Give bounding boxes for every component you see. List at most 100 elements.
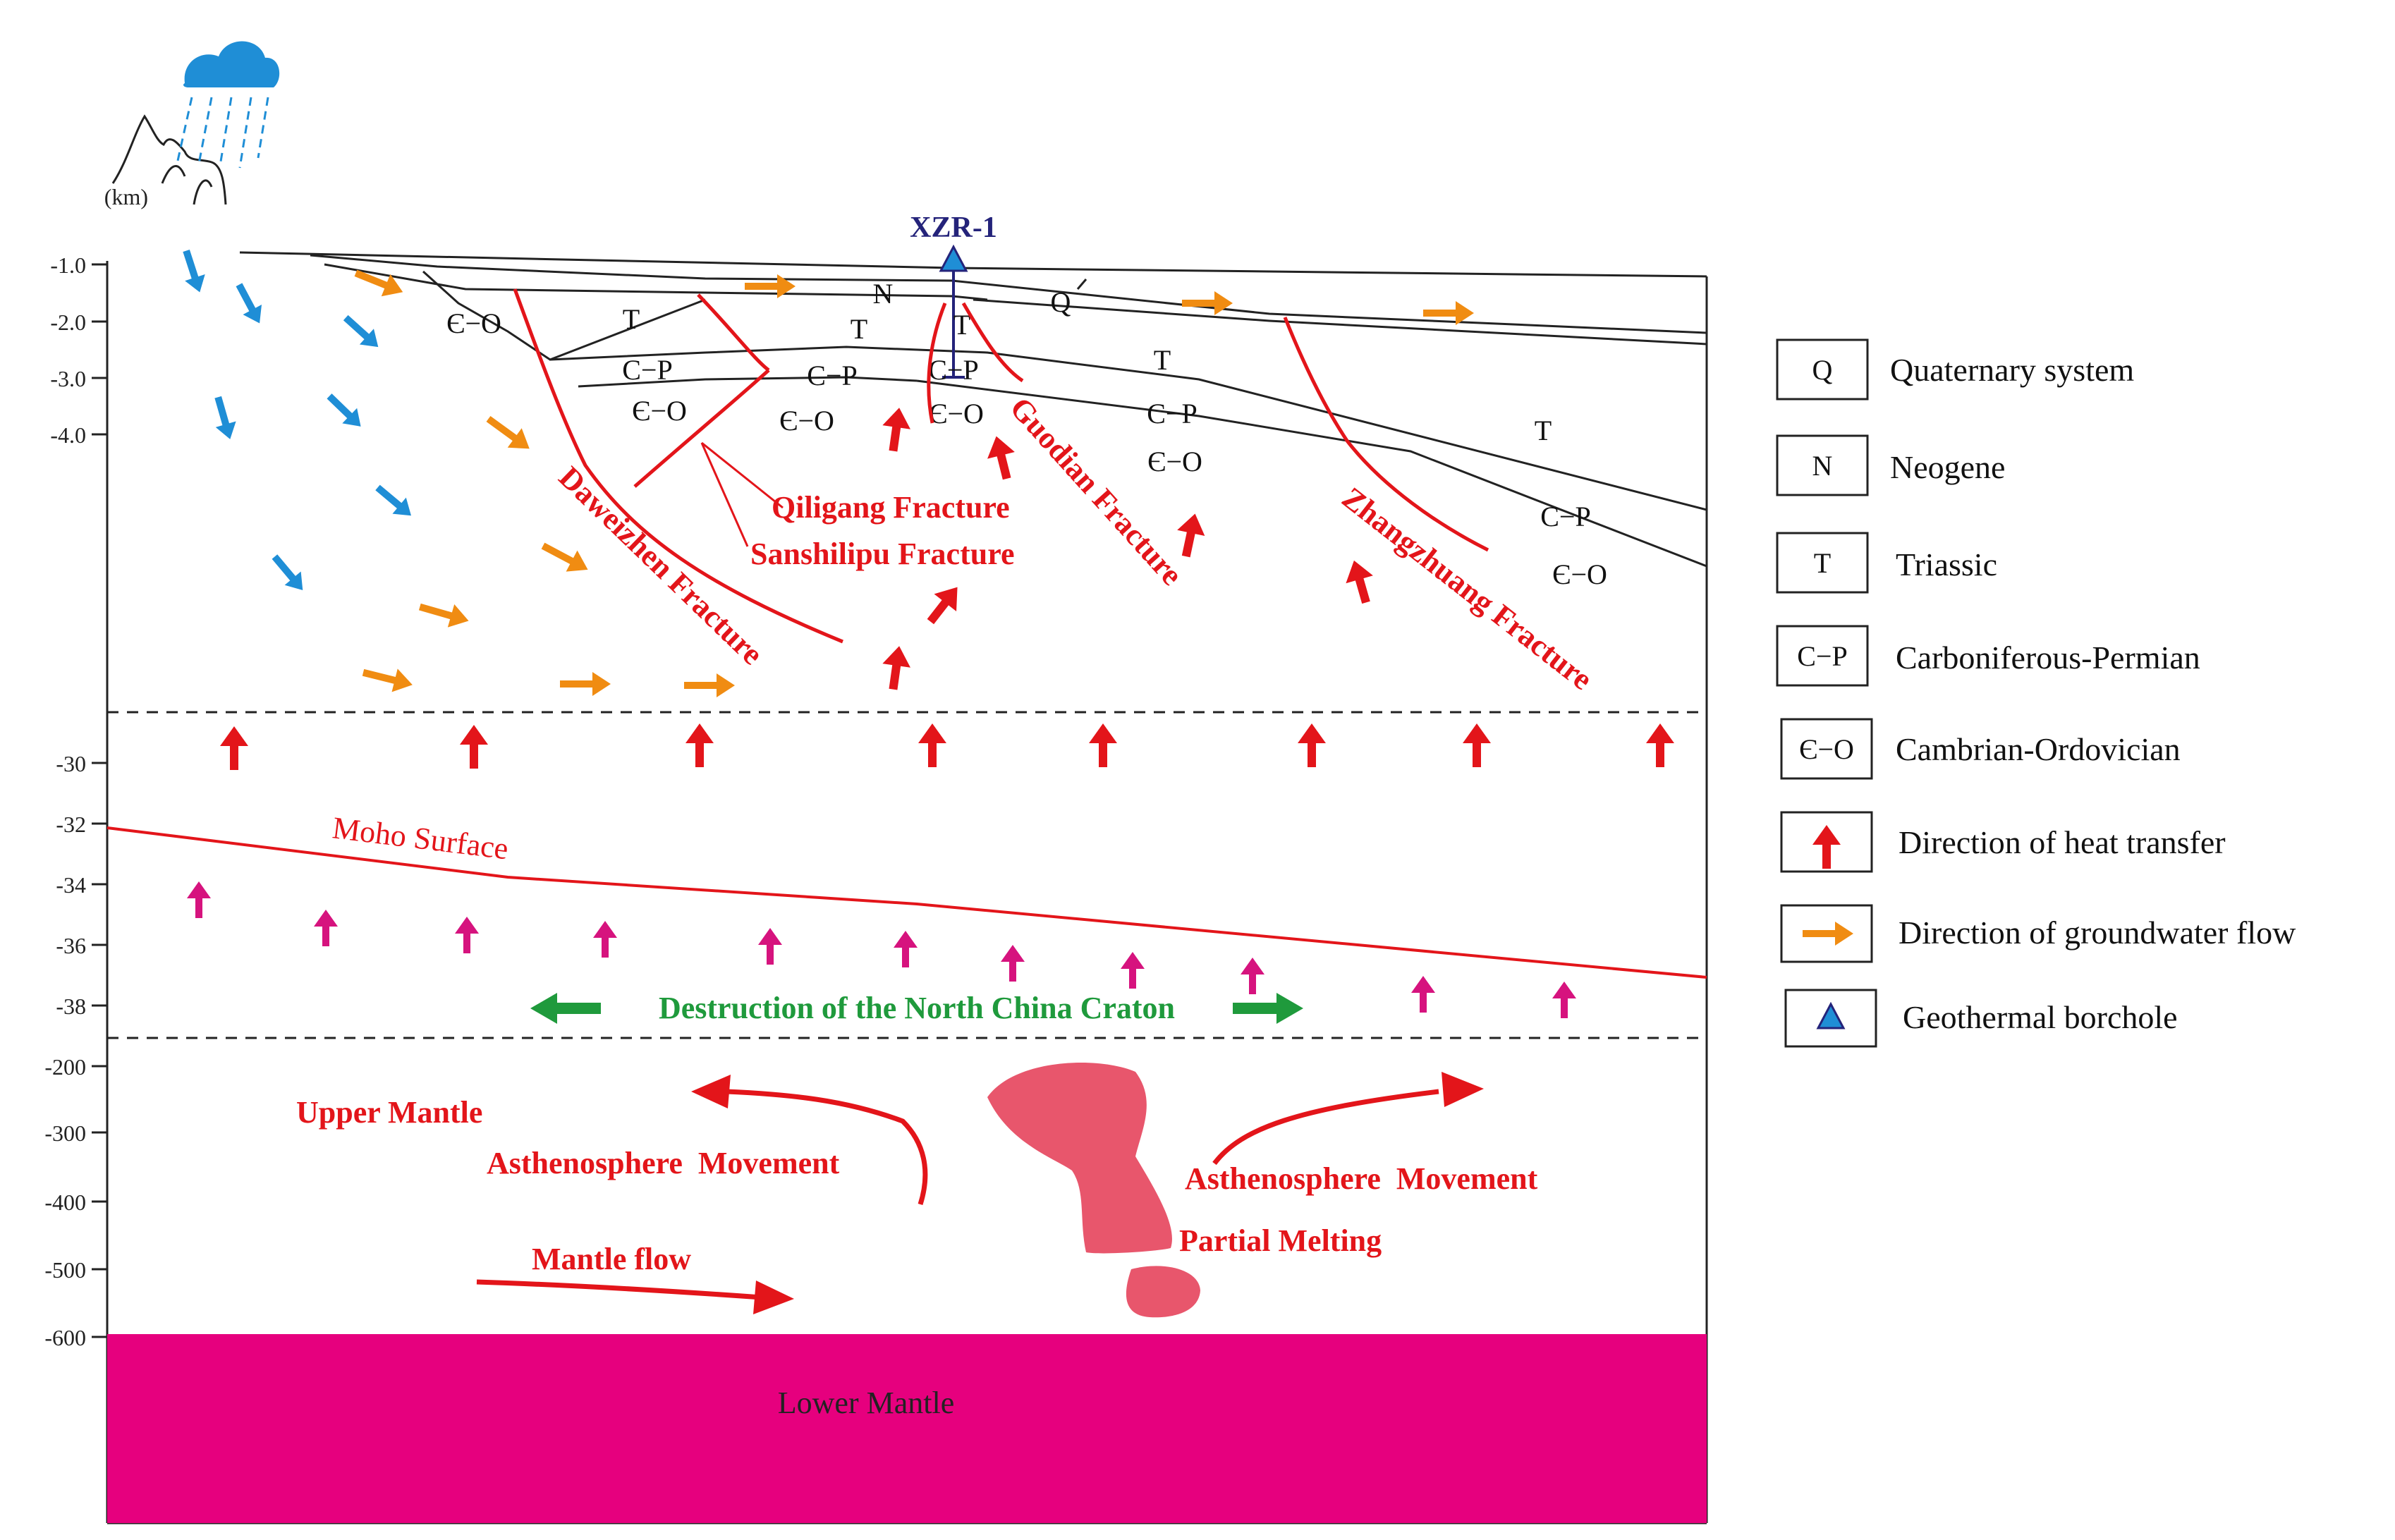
tick-label: -300 [44,1120,86,1146]
partial-melting-label: Partial Melting [1179,1223,1382,1258]
legend-label: Triassic [1896,546,1997,582]
legend-symbol: N [1812,450,1833,482]
section-frame [106,261,1708,1524]
q-pointer [1076,279,1087,290]
heat-arrow [1463,723,1491,767]
heat-arrow [918,723,946,767]
groundwater-arrow [537,535,594,580]
groundwater-arrow [1182,291,1233,315]
upper-mantle-label: Upper Mantle [296,1095,482,1130]
legend: Q Quaternary system N Neogene T Triassic… [1776,338,2296,1048]
dashed-boundaries [107,711,1707,1039]
upwelling-arrow [455,917,479,953]
borehole-triangle-icon [1816,1001,1846,1029]
stratum-eo-label: Є−O [446,307,501,339]
moho-surface-line [106,826,1707,979]
daweizhen-fracture-line [513,288,843,644]
legend-item-geothermal-borehole: Geothermal borchole [1784,989,2178,1048]
upwelling-arrow [314,910,338,946]
infiltration-arrow [207,394,240,442]
legend-label: Cambrian-Ordovician [1896,731,2181,767]
legend-label: Carboniferous-Permian [1896,640,2200,676]
heat-arrow [982,432,1021,482]
legend-item-cambrian-ordovician: Є−O Cambrian-Ordovician [1780,718,2181,780]
melt-body-small [1126,1266,1200,1318]
deep-heat-arrows [220,723,1674,770]
tick-label: -36 [56,933,86,958]
upwelling-arrow [1001,945,1025,982]
groundwater-arrow [351,262,408,303]
borehole-triangle-icon [939,244,968,272]
heat-arrow [879,405,913,453]
legend-item-quaternary: Q Quaternary system [1776,338,2134,401]
asthenosphere-right-arrow [1212,1089,1439,1166]
groundwater-arrow [416,595,473,632]
heat-arrow [1172,511,1209,560]
upwelling-arrow [187,881,211,918]
heat-arrow [1089,723,1117,767]
legend-symbol: Є−O [1799,733,1854,765]
stratum-eo-label: Є−O [779,405,834,436]
heat-arrow [879,644,913,692]
infiltration-arrow [229,279,269,329]
mountain-icon [111,114,227,205]
stratum-eo-label: Є−O [929,398,984,429]
legend-label: Neogene [1890,449,2005,485]
tick-label: -600 [44,1325,86,1350]
upwelling-arrow [758,928,782,965]
tick-label: -38 [56,994,86,1019]
legend-item-carboniferous-permian: C−P Carboniferous-Permian [1776,625,2200,687]
heat-arrow [460,725,488,769]
qiligang-fracture-label: Qiligang Fracture [772,490,1010,525]
stratum-t-label: T [1535,415,1552,446]
axis-unit-label: (km) [104,184,148,209]
sanshilipu-fracture-label: Sanshilipu Fracture [750,537,1014,571]
tick-label: -30 [56,751,86,776]
heat-arrow [919,578,969,630]
groundwater-arrow [360,661,415,697]
asthenosphere-left-label: Asthenosphere Movement [487,1146,840,1180]
legend-label: Direction of groundwater flow [1899,915,2296,951]
mantle-flow-arrow [476,1279,762,1300]
upwelling-arrow [894,931,918,967]
legend-label: Direction of heat transfer [1899,824,2226,860]
lower-mantle-block [107,1334,1707,1523]
infiltration-arrow [266,549,311,597]
legend-label: Geothermal borchole [1903,999,2178,1035]
upwelling-arrow [1241,958,1264,994]
tick-label: -200 [44,1054,86,1080]
strata-boundaries [239,251,1707,568]
mantle-labels: Upper Mantle Asthenosphere Movement Asth… [296,1095,1538,1276]
tick-label: -400 [44,1190,86,1215]
central-fracture-line [927,302,947,424]
upwelling-arrow [1552,982,1576,1018]
upwelling-arrow [1411,976,1435,1013]
legend-item-heat-transfer: Direction of heat transfer [1780,811,2226,873]
tick-label: -500 [44,1257,86,1283]
melt-body-large [987,1062,1172,1254]
stratum-q-label: Q [1051,286,1071,318]
asthenosphere-right-label: Asthenosphere Movement [1185,1161,1538,1196]
borehole: XZR-1 [910,212,997,379]
mantle-flow-label: Mantle flow [532,1242,691,1276]
stratum-eo-label: Є−O [1147,446,1202,477]
stratum-cp-label: C−P [928,354,978,386]
legend-symbol: C−P [1797,640,1847,672]
asthenosphere-arrows [476,1089,1439,1300]
tick-label: -4.0 [50,422,86,448]
legend-symbol: T [1814,547,1831,579]
tick-label: -34 [56,872,86,898]
heat-arrow [685,723,714,767]
stratum-cp-label: C−P [1147,398,1197,429]
green-right-arrow [1233,993,1303,1024]
groundwater-arrow [560,672,611,696]
stratum-eo-label: Є−O [632,395,687,427]
legend-item-neogene: N Neogene [1776,434,2005,496]
heat-arrow [1646,723,1674,767]
groundwater-arrow [684,673,735,697]
groundwater-arrow [481,409,537,459]
stratum-n-label: N [873,278,894,310]
tick-label: -3.0 [50,366,86,391]
upwelling-arrow [593,921,617,958]
